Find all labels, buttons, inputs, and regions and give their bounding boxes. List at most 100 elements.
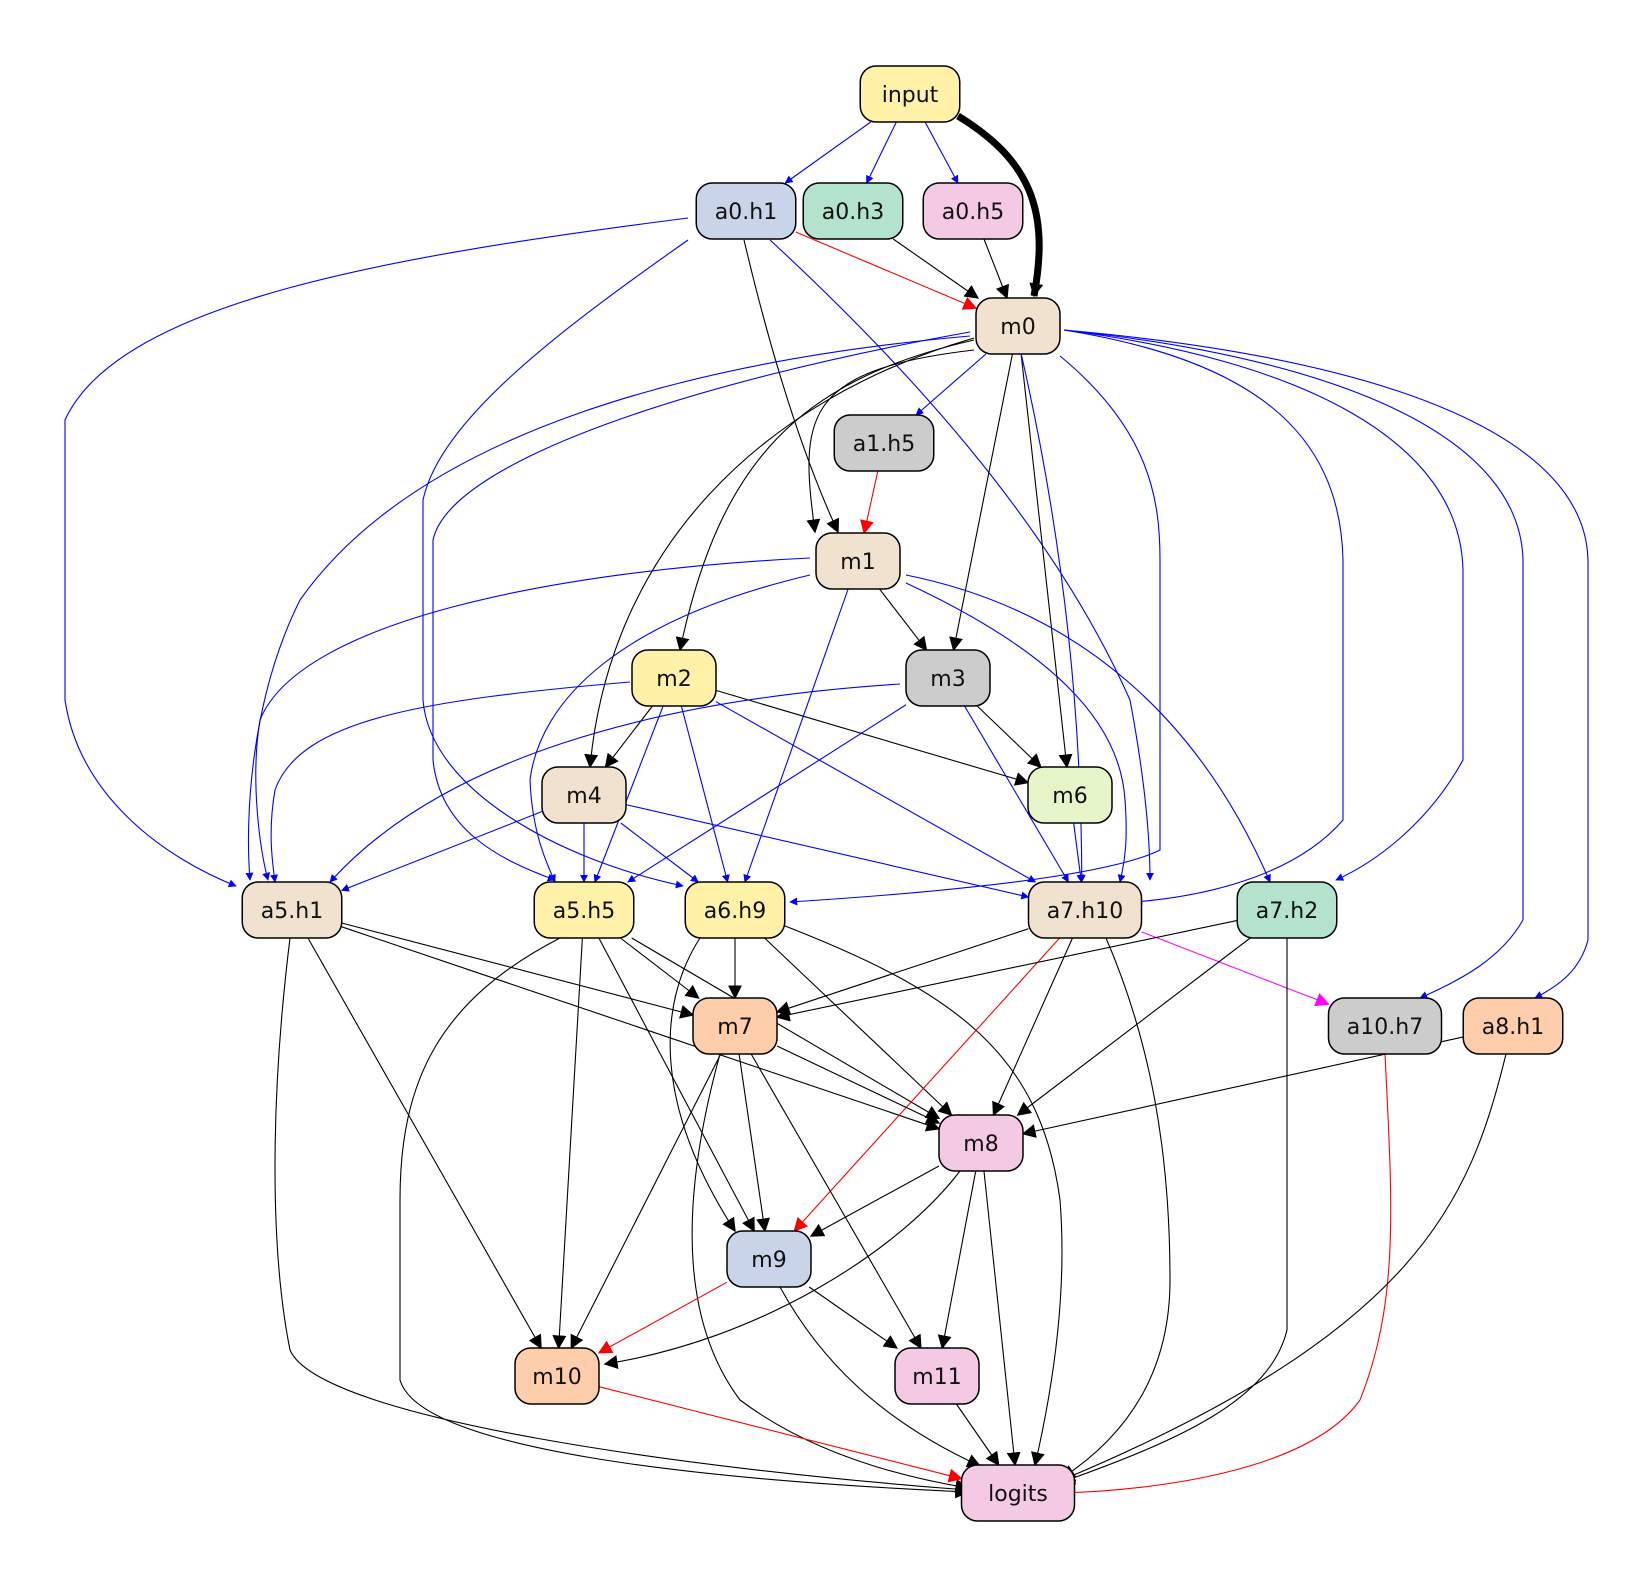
node-box xyxy=(514,1347,600,1405)
node-m4[interactable]: m4 xyxy=(541,766,627,824)
edge-m0-to-a8.h1 xyxy=(1063,329,1589,999)
node-m0[interactable]: m0 xyxy=(975,297,1061,355)
edge-m0-to-a7.h2 xyxy=(1063,329,1464,881)
edge-a0.h1-to-m0 xyxy=(795,231,978,310)
edge-a7.h2-to-m7 xyxy=(775,919,1238,1022)
edge-m0-to-a7.h10 xyxy=(1063,329,1344,906)
edge-m1-to-a6.h9 xyxy=(743,588,849,883)
edge-line xyxy=(789,355,1161,906)
node-box xyxy=(922,182,1024,240)
edge-line xyxy=(1060,937,1171,1479)
edge-line xyxy=(879,588,928,652)
node-m7[interactable]: m7 xyxy=(692,997,778,1055)
node-a6-h9[interactable]: a6.h9 xyxy=(684,881,786,939)
node-label: a5.h5 xyxy=(553,899,615,924)
edge-m3-to-a5.h5 xyxy=(627,704,907,883)
edge-a5.h1-to-logits xyxy=(274,937,970,1497)
edge-m0-to-m4 xyxy=(584,337,975,769)
node-label: m7 xyxy=(717,1015,752,1040)
edge-line xyxy=(809,1165,940,1237)
edge-line xyxy=(307,937,542,1350)
edge-m2-to-a7.h10 xyxy=(715,701,1037,883)
edge-m2-to-a6.h9 xyxy=(680,705,730,883)
node-m8[interactable]: m8 xyxy=(938,1114,1024,1172)
node-logits[interactable]: logits xyxy=(960,1464,1076,1522)
node-box xyxy=(541,766,627,824)
edge-line xyxy=(775,919,1238,1022)
edge-m0-to-a5.h1 xyxy=(245,335,971,881)
node-a10-h7[interactable]: a10.h7 xyxy=(1327,997,1443,1055)
edge-m1-to-a5.h1 xyxy=(255,557,811,881)
edge-a7.h10-to-a10.h7 xyxy=(1141,931,1330,1007)
node-label: a7.h10 xyxy=(1047,899,1123,924)
edge-line xyxy=(1060,1053,1392,1500)
node-a7-h2[interactable]: a7.h2 xyxy=(1236,881,1338,939)
edge-input-to-a0.h5 xyxy=(924,121,959,184)
edge-line xyxy=(860,470,879,535)
edge-m7-to-m11 xyxy=(750,1053,922,1350)
edge-a8.h1-to-logits xyxy=(1060,1053,1507,1482)
node-a0-h3[interactable]: a0.h3 xyxy=(802,182,904,240)
edge-line xyxy=(743,239,840,534)
edge-a6.h9-to-logits xyxy=(779,923,1063,1467)
edge-line xyxy=(1063,329,1589,999)
node-input[interactable]: input xyxy=(859,65,961,123)
node-a5-h1[interactable]: a5.h1 xyxy=(241,881,343,939)
edge-line xyxy=(625,804,1030,900)
edge-m8-to-m9 xyxy=(809,1165,940,1237)
edge-line xyxy=(784,121,872,184)
node-label: m3 xyxy=(930,667,965,692)
edge-line xyxy=(955,1403,1000,1467)
edge-a0.h1-to-a6.h9 xyxy=(422,239,689,889)
edge-line xyxy=(779,1286,982,1468)
edge-line xyxy=(422,239,689,889)
edge-a5.h5-to-m10 xyxy=(552,937,583,1350)
edge-line xyxy=(775,928,1029,1015)
node-label: m8 xyxy=(963,1132,998,1157)
edge-m4-to-a7.h10 xyxy=(625,804,1030,900)
edge-m0-to-m2 xyxy=(675,339,975,652)
edge-m7-to-logits xyxy=(691,1053,970,1493)
edge-line xyxy=(715,701,1037,883)
edge-m9-to-logits xyxy=(779,1286,982,1468)
edge-line xyxy=(806,349,975,534)
node-m1[interactable]: m1 xyxy=(815,532,901,590)
edge-line xyxy=(270,681,631,883)
edge-line xyxy=(432,331,971,882)
edge-m3-to-m6 xyxy=(976,705,1042,768)
node-box xyxy=(894,1347,980,1405)
node-box xyxy=(695,182,797,240)
edge-line xyxy=(680,705,730,883)
node-box xyxy=(1327,997,1443,1055)
edge-a5.h5-to-m7 xyxy=(620,937,700,999)
edge-a7.h10-to-m9 xyxy=(793,937,1061,1233)
node-m10[interactable]: m10 xyxy=(514,1347,600,1405)
node-a0-h5[interactable]: a0.h5 xyxy=(922,182,1024,240)
edge-line xyxy=(949,353,1013,652)
node-a7-h10[interactable]: a7.h10 xyxy=(1027,881,1143,939)
node-m9[interactable]: m9 xyxy=(726,1230,812,1288)
node-m2[interactable]: m2 xyxy=(631,649,717,707)
node-m11[interactable]: m11 xyxy=(894,1347,980,1405)
edge-line xyxy=(669,937,736,1233)
edge-line xyxy=(255,557,811,881)
node-label: a0.h3 xyxy=(822,200,884,225)
edge-a0.h3-to-m0 xyxy=(892,238,979,299)
edge-m2-to-m6 xyxy=(715,689,1030,786)
edge-line xyxy=(604,705,653,769)
edge-line xyxy=(1060,1053,1507,1482)
edge-a7.h2-to-m8 xyxy=(1016,937,1251,1116)
node-m6[interactable]: m6 xyxy=(1027,766,1113,824)
node-a8-h1[interactable]: a8.h1 xyxy=(1462,997,1564,1055)
node-a1-h5[interactable]: a1.h5 xyxy=(833,414,935,472)
node-a5-h5[interactable]: a5.h5 xyxy=(533,881,635,939)
edge-m8-to-m10 xyxy=(603,1170,961,1369)
edge-m2-to-a5.h5 xyxy=(593,705,664,883)
node-a0-h1[interactable]: a0.h1 xyxy=(695,182,797,240)
edge-m0-to-a1.h5 xyxy=(915,353,987,416)
node-label: a6.h9 xyxy=(704,899,766,924)
node-box xyxy=(533,881,635,939)
node-m3[interactable]: m3 xyxy=(905,649,991,707)
edge-line xyxy=(691,1053,970,1493)
edge-m9-to-m10 xyxy=(597,1281,728,1354)
